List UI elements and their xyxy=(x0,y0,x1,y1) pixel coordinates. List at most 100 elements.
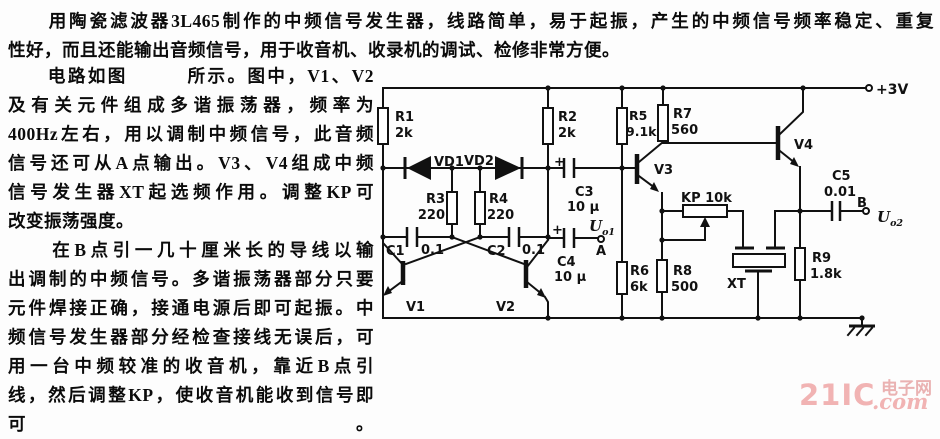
output-a-terminal xyxy=(597,235,605,243)
label-r8: R8 xyxy=(673,264,692,279)
watermark-brand: 21IC xyxy=(799,378,876,412)
circuit-schematic: +3V R1 2k R2 2k R3 220 R4 220 R5 9.1k R6… xyxy=(377,82,908,337)
label-v1: V1 xyxy=(406,300,425,315)
label-v4: V4 xyxy=(794,138,813,153)
body-text-line: 出调制的中频信号。多谐振荡器部分只要 xyxy=(8,269,374,289)
label-c1-value: 0.1 xyxy=(421,243,444,258)
output-b-terminal xyxy=(862,207,870,215)
resistor-r1 xyxy=(377,107,389,145)
body-text-line: 线，然后调整KP，使收音机能收到信号即可。 xyxy=(8,385,374,434)
watermark-site-name: 电子网 xyxy=(881,379,932,398)
c4-polarity-plus: + xyxy=(552,223,563,238)
body-text-line: 及有关元件组成多谐振荡器，频率为 xyxy=(8,95,374,115)
label-vd1: VD1 xyxy=(434,155,464,170)
label-xt: XT xyxy=(727,277,746,292)
label-c4: C4 xyxy=(557,255,576,270)
label-vd2: VD2 xyxy=(464,154,494,169)
label-c1: C1 xyxy=(386,244,405,259)
ground-tick xyxy=(855,326,865,337)
resistors xyxy=(377,104,806,295)
transistor-v2-emitter-arrow xyxy=(537,288,546,298)
ground-tick xyxy=(846,326,856,337)
label-r4: R4 xyxy=(489,192,508,207)
label-v3: V3 xyxy=(654,163,673,178)
capacitors xyxy=(405,158,842,248)
ceramic-filter-xt-body xyxy=(732,253,786,268)
wire xyxy=(382,242,406,268)
wire xyxy=(637,140,665,164)
label-r5-value: 9.1k xyxy=(626,124,657,139)
diode-vd2-triangle xyxy=(495,156,521,180)
transistor-v4-emitter-arrow xyxy=(790,157,799,167)
intro-line-1: 用陶瓷滤波器3L465制作的中频信号发生器，线路简单，易于起振，产生的中频信号频… xyxy=(8,11,934,31)
resistor-r9 xyxy=(794,247,806,281)
label-r7: R7 xyxy=(673,107,692,122)
resistor-r5 xyxy=(616,107,628,145)
wire xyxy=(543,295,549,319)
wire xyxy=(726,210,744,249)
label-c5: C5 xyxy=(832,169,851,184)
resistor-r3 xyxy=(446,191,458,225)
diodes xyxy=(403,156,524,180)
power-label: +3V xyxy=(876,82,908,98)
label-c2-value: 0.1 xyxy=(522,243,545,258)
power-terminal xyxy=(865,84,873,92)
resistor-r7 xyxy=(657,104,669,142)
body-text-line: 信号还可从A点输出。V3、V4组成中频 xyxy=(8,153,374,173)
label-r1-value: 2k xyxy=(395,126,413,141)
label-uo2: Uo2 xyxy=(877,208,903,229)
label-r4-value: 220 xyxy=(487,208,514,223)
label-c4-value: 10 μ xyxy=(554,270,587,285)
resistor-r6 xyxy=(616,261,628,295)
ground-symbol xyxy=(846,324,875,337)
resistor-r8 xyxy=(656,259,668,293)
resistor-r4 xyxy=(474,191,486,225)
c3-polarity-plus: + xyxy=(554,155,565,170)
label-r3: R3 xyxy=(426,192,445,207)
body-text-line: 400Hz左右，用以调制中频信号，此音频 xyxy=(8,124,374,144)
label-r7-value: 560 xyxy=(671,123,698,138)
intro-line-2: 性好，而且还能输出音频信号，用于收音机、收录机的调试、检修非常方便。 xyxy=(8,40,620,60)
resistor-r2 xyxy=(542,107,554,145)
body-text-line: 信号发生器XT起选频作用。调整KP可 xyxy=(8,182,374,202)
ground-tick xyxy=(864,326,874,337)
label-r2: R2 xyxy=(558,110,577,125)
label-r6-value: 6k xyxy=(630,280,648,295)
wire xyxy=(525,238,550,269)
wire xyxy=(661,225,706,241)
label-r1: R1 xyxy=(395,110,414,125)
label-uo1: Uo1 xyxy=(589,217,615,238)
label-r5: R5 xyxy=(629,108,647,123)
component-labels: +3V R1 2k R2 2k R3 220 R4 220 R5 9.1k R6… xyxy=(386,82,908,315)
label-c2: C2 xyxy=(487,244,506,259)
body-text-line: 元件焊接正确，接通电源后即可起振。中 xyxy=(8,298,374,318)
diode-vd1-triangle xyxy=(407,156,431,180)
transistor-v3-emitter-arrow xyxy=(650,182,659,192)
body-text-line: 电路如图 所示。图中，V1、V2 xyxy=(8,66,374,86)
body-text-line: 在B点引一几十厘米长的导线以输 xyxy=(8,240,374,260)
body-text-line: 改变振荡强度。 xyxy=(8,211,134,231)
label-c3: C3 xyxy=(575,185,594,200)
label-r2-value: 2k xyxy=(558,126,576,141)
potentiometer-kp xyxy=(682,204,728,218)
label-c5-value: 0.01 xyxy=(824,185,856,200)
label-point-b: B xyxy=(857,196,867,211)
label-r9-value: 1.8k xyxy=(810,267,842,282)
label-kp: KP 10k xyxy=(681,191,732,206)
body-text-line: 用一台中频较准的收音机，靠近B点引 xyxy=(8,356,374,376)
wire xyxy=(450,235,526,266)
label-c3-value: 10 μ xyxy=(567,200,600,215)
transistors xyxy=(383,126,799,298)
label-r6: R6 xyxy=(630,264,649,279)
label-r9: R9 xyxy=(812,251,831,266)
xt-plates xyxy=(735,246,785,273)
wire xyxy=(404,235,482,266)
body-text-line: 频信号发生器部分经检查接线无误后，可 xyxy=(8,327,374,347)
wire xyxy=(778,87,804,136)
watermark-domain: .com xyxy=(872,389,929,414)
label-r8-value: 500 xyxy=(671,280,698,295)
label-r3-value: 220 xyxy=(418,208,445,223)
junction-dots xyxy=(380,85,865,321)
transistor-v1-emitter-arrow xyxy=(383,286,392,296)
kp-wiper-arrow xyxy=(700,217,710,227)
